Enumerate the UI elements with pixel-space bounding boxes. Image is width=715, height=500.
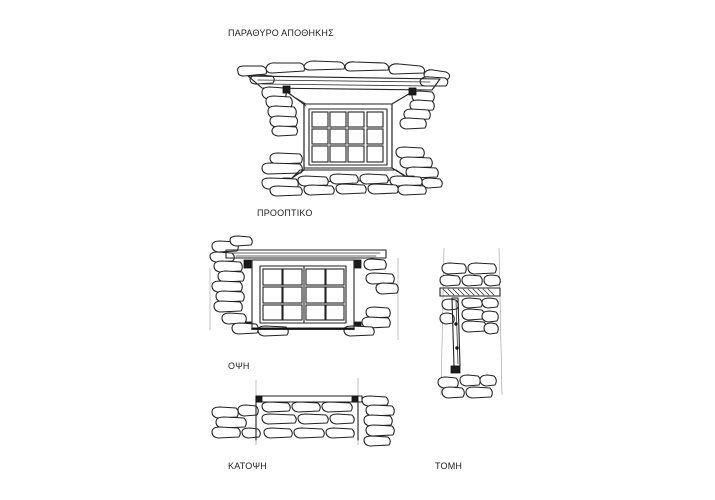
section-view: [437, 247, 503, 399]
perspective-view: [237, 60, 451, 197]
elevation-window-panes: [262, 268, 345, 321]
perspective-lintel-beam: [247, 75, 441, 91]
section-label: ΤΟΜΗ: [435, 461, 462, 471]
elevation-label: ΟΨΗ: [228, 361, 250, 371]
sheet-title: ΠΑΡΑΘΥΡΟ ΑΠΟΘΗΚΗΣ: [228, 28, 334, 38]
perspective-label: ΠΡΟΟΠΤΙΚΟ: [257, 208, 313, 218]
plan-label: ΚΑΤΟΨΗ: [228, 461, 267, 471]
elevation-window-frame: [251, 259, 355, 329]
elevation-beam-end-right: [353, 259, 362, 269]
elevation-lintel-beam: [225, 249, 387, 259]
plan-window-frame: [255, 395, 363, 403]
perspective-left-wall-stones: [261, 86, 303, 175]
perspective-window-panes: [311, 111, 384, 163]
perspective-beam-end-left: [282, 85, 291, 94]
elevation-top-stones: [209, 235, 253, 263]
section-lintel-beam: [439, 287, 501, 297]
perspective-window-sash: [308, 108, 388, 166]
elevation-view: [209, 235, 399, 340]
section-lower-stones: [437, 297, 499, 399]
plan-view: [211, 378, 395, 447]
perspective-window-frame: [303, 103, 393, 169]
perspective-lintel-stones: [237, 60, 451, 87]
section-upper-stones: [439, 262, 501, 287]
perspective-beam-end-right: [408, 87, 417, 96]
elevation-beam-end-left: [243, 259, 252, 269]
section-sill: [450, 365, 461, 374]
perspective-right-wall-stones: [395, 90, 439, 179]
plan-wall-stones: [211, 395, 395, 447]
perspective-bottom-stones: [261, 173, 443, 197]
elevation-window-sash: [259, 265, 347, 324]
elevation-right-wall-stones: [343, 258, 399, 337]
